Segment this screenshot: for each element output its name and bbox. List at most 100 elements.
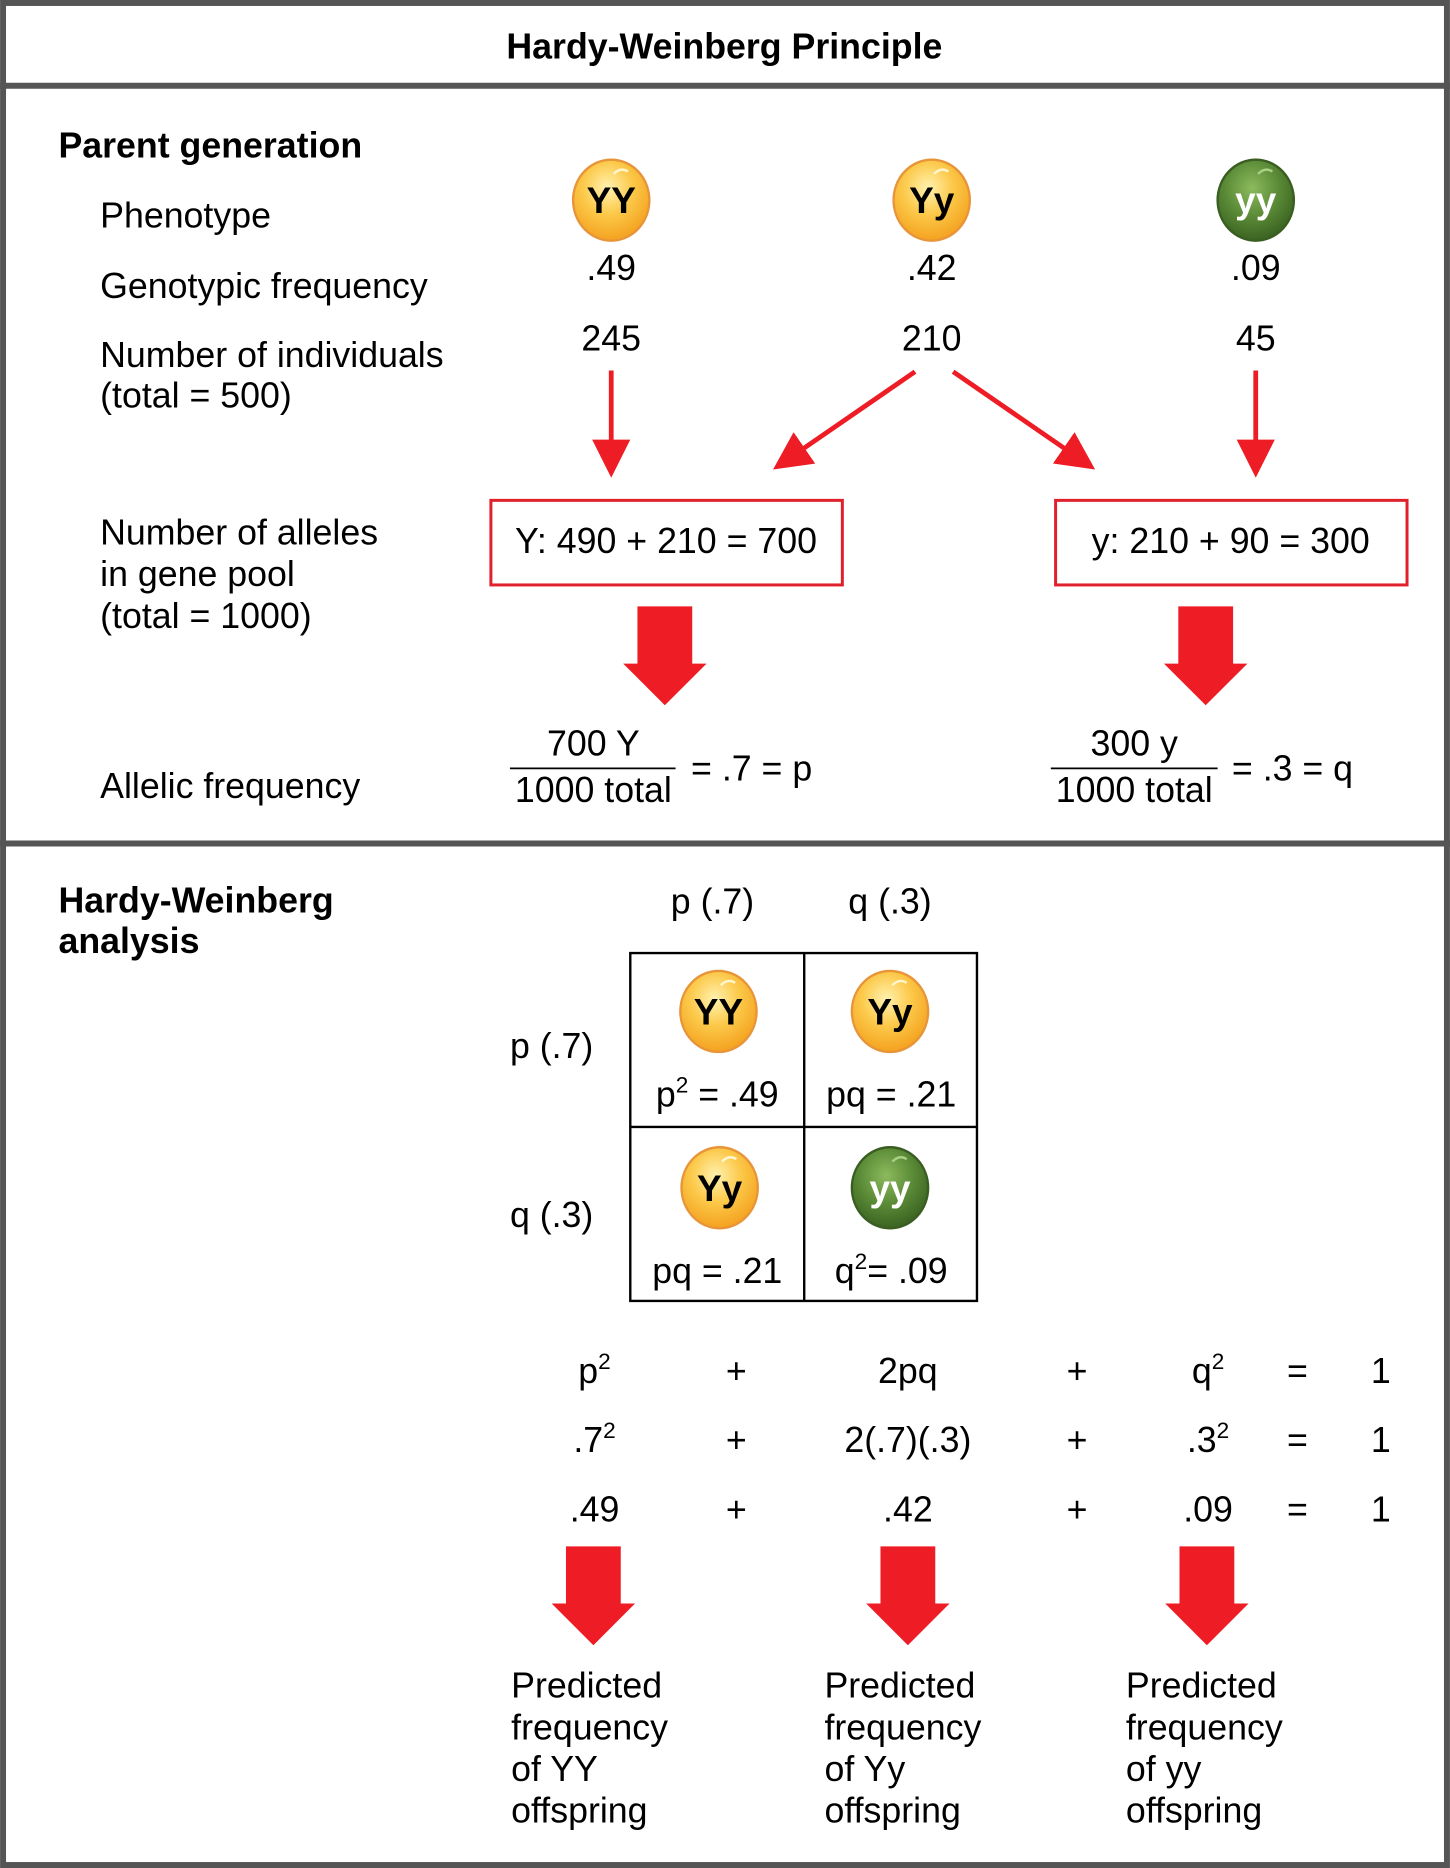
punnett-pea-yy: yy bbox=[850, 1146, 930, 1230]
fraction-y-result: = .3 = q bbox=[1232, 748, 1353, 788]
superscript: 2 bbox=[1212, 1349, 1225, 1374]
pea-highlight bbox=[719, 979, 736, 987]
pea-icon bbox=[1216, 158, 1296, 242]
equation-term: .42 bbox=[883, 1489, 933, 1529]
term-base: + bbox=[726, 1420, 747, 1460]
prediction-label: Predicted bbox=[1126, 1666, 1277, 1706]
prediction-label: of yy bbox=[1126, 1749, 1202, 1789]
term-base: = bbox=[1287, 1351, 1308, 1391]
equation-term: .49 bbox=[570, 1489, 620, 1529]
equation-term: + bbox=[1067, 1420, 1088, 1460]
pea-icon bbox=[850, 1146, 930, 1230]
equation-term: = bbox=[1287, 1351, 1308, 1391]
prediction-label: offspring bbox=[1126, 1791, 1262, 1831]
pea-highlight bbox=[891, 1156, 908, 1163]
pea-genotype-label: yy bbox=[869, 1168, 911, 1209]
pea-genotype-label: Yy bbox=[697, 1168, 743, 1209]
title: Hardy-Weinberg Principle bbox=[506, 26, 942, 66]
punnett-col-header-p: p (.7) bbox=[671, 882, 754, 922]
pea-highlight bbox=[612, 168, 629, 175]
arrow-down-icon bbox=[1165, 1546, 1249, 1646]
equation-term: .72 bbox=[573, 1418, 615, 1460]
phenotype-pea-YY: YY bbox=[571, 158, 651, 242]
fraction-y-denominator: 1000 total bbox=[1056, 770, 1213, 810]
pea-highlight bbox=[933, 168, 950, 175]
cell-base: q bbox=[835, 1251, 855, 1291]
pea-icon bbox=[892, 158, 972, 242]
term-base: + bbox=[1067, 1420, 1088, 1460]
punnett-row-header-q: q (.3) bbox=[510, 1195, 593, 1235]
equation-term: .09 bbox=[1183, 1489, 1233, 1529]
label-gene-pool: in gene pool bbox=[100, 554, 295, 594]
punnett-pea-Yy: Yy bbox=[680, 1146, 759, 1230]
arrow-down-icon bbox=[1164, 606, 1248, 706]
pea-genotype-label: yy bbox=[1235, 180, 1277, 221]
term-base: .42 bbox=[883, 1489, 933, 1529]
term-base: .09 bbox=[1183, 1489, 1233, 1529]
allele-box-Y bbox=[489, 498, 844, 587]
term-base: 2(.7)(.3) bbox=[844, 1420, 971, 1460]
punnett-square bbox=[629, 951, 979, 1303]
equation-term: + bbox=[726, 1351, 747, 1391]
equation-term: + bbox=[1067, 1489, 1088, 1529]
equation-term: = bbox=[1287, 1420, 1308, 1460]
term-base: .3 bbox=[1187, 1420, 1217, 1460]
prediction-label: offspring bbox=[511, 1791, 647, 1831]
arrow-heterozygote-to-Y bbox=[773, 369, 917, 470]
term-base: 1 bbox=[1371, 1489, 1391, 1529]
term-base: p bbox=[578, 1351, 598, 1391]
label-alleles-total: (total = 1000) bbox=[100, 596, 311, 636]
term-base: q bbox=[1192, 1351, 1212, 1391]
term-base: .7 bbox=[573, 1420, 603, 1460]
punnett-pea-YY: YY bbox=[679, 969, 758, 1054]
pea-genotype-label: Yy bbox=[909, 180, 955, 221]
punnett-cell-value: q2= .09 bbox=[835, 1249, 948, 1291]
cell-base: p bbox=[656, 1075, 676, 1115]
pea-highlight bbox=[891, 979, 908, 987]
punnett-pea-Yy: Yy bbox=[850, 969, 930, 1054]
term-base: = bbox=[1287, 1420, 1308, 1460]
term-base: + bbox=[726, 1351, 747, 1391]
cell-base: pq = .21 bbox=[652, 1251, 782, 1291]
pea-icon bbox=[850, 969, 930, 1054]
punnett-row-header-p: p (.7) bbox=[510, 1026, 593, 1066]
label-phenotype: Phenotype bbox=[100, 196, 271, 236]
prediction-label: Predicted bbox=[824, 1666, 975, 1706]
phenotype-pea-yy: yy bbox=[1216, 158, 1296, 242]
label-individuals-total: (total = 500) bbox=[100, 375, 292, 415]
allele-box-y-text: y: 210 + 90 = 300 bbox=[1092, 521, 1370, 561]
prediction-label: frequency bbox=[1126, 1707, 1283, 1747]
superscript: 2 bbox=[598, 1349, 611, 1374]
punnett-cell-value: pq = .21 bbox=[826, 1075, 956, 1115]
arrow-heterozygote-to-y bbox=[951, 369, 1096, 470]
equation-term: 2pq bbox=[878, 1351, 938, 1391]
equation-term: p2 bbox=[578, 1349, 610, 1391]
prediction-label: of Yy bbox=[824, 1749, 905, 1789]
term-base: = bbox=[1287, 1489, 1308, 1529]
pea-highlight bbox=[721, 1156, 737, 1163]
superscript: 2 bbox=[603, 1418, 616, 1443]
superscript: 2 bbox=[1217, 1418, 1230, 1443]
allele-box-y bbox=[1054, 498, 1409, 587]
fraction-Y-denominator: 1000 total bbox=[515, 770, 672, 810]
equation-term: = bbox=[1287, 1489, 1308, 1529]
term-base: 1 bbox=[1371, 1351, 1391, 1391]
equation-term: 1 bbox=[1371, 1489, 1391, 1529]
allele-contribution-arrows bbox=[592, 369, 1275, 478]
term-base: 1 bbox=[1371, 1420, 1391, 1460]
prediction-label: frequency bbox=[511, 1707, 668, 1747]
label-alleles: Number of alleles bbox=[100, 512, 378, 552]
prediction-label: offspring bbox=[824, 1791, 960, 1831]
individuals-count-value: 45 bbox=[1236, 318, 1276, 358]
equation-term: + bbox=[726, 1489, 747, 1529]
pea-icon bbox=[679, 969, 758, 1054]
pea-genotype-label: Yy bbox=[867, 992, 913, 1033]
phenotype-pea-Yy: Yy bbox=[892, 158, 972, 242]
equation-term: + bbox=[726, 1420, 747, 1460]
genotypic-frequency-value: .09 bbox=[1231, 248, 1281, 288]
term-base: + bbox=[726, 1489, 747, 1529]
arrow-down-icon bbox=[623, 606, 707, 706]
prediction-label: Predicted bbox=[511, 1666, 662, 1706]
analysis-heading-2: analysis bbox=[58, 921, 199, 961]
genotypic-frequency-value: .49 bbox=[586, 248, 636, 288]
